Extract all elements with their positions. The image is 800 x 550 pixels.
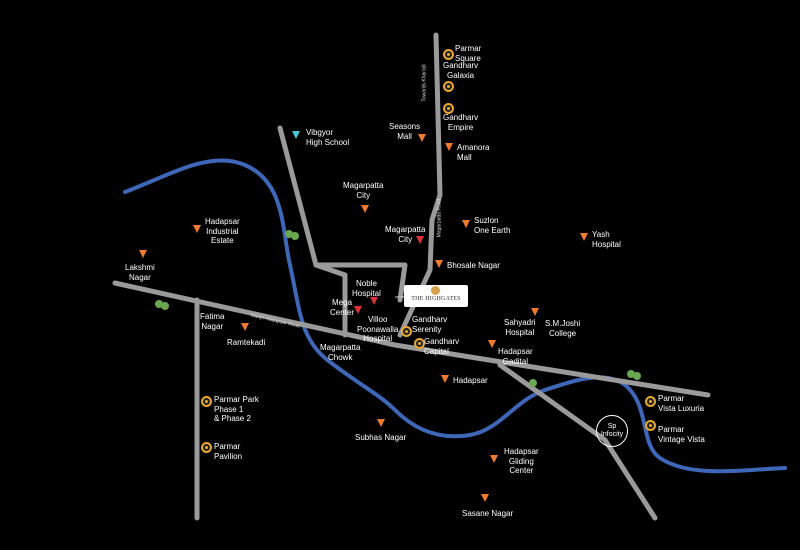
river xyxy=(123,158,787,474)
project-name: THE HIGHGATES xyxy=(411,296,461,302)
label-parmar-park: Parmar Park Phase 1 & Phase 2 xyxy=(214,395,259,423)
label-yash-hospital: Yash Hospital xyxy=(592,230,621,249)
marker-icon xyxy=(481,494,489,502)
main-road xyxy=(112,280,711,398)
label-parmar-vintage-vista: Parmar Vintage Vista xyxy=(658,425,705,444)
tree-icon xyxy=(155,300,169,310)
label-gandharv-empire: Gandharv Empire xyxy=(443,113,479,132)
marker-icon xyxy=(531,308,539,316)
pin-icon xyxy=(414,338,425,349)
marker-icon xyxy=(462,220,470,228)
marker-icon xyxy=(418,134,426,142)
tree-icon xyxy=(627,370,641,380)
label-magarpatta-city-1: Magarpatta City xyxy=(343,181,384,200)
logo-mark-icon xyxy=(431,286,440,295)
road-label-kharadi: Towards Kharadi xyxy=(421,64,428,102)
marker-icon xyxy=(193,225,201,233)
label-vibgyor: Vibgyor High School xyxy=(306,128,350,147)
marker-icon xyxy=(241,323,249,331)
label-sahyadri: Sahyadri Hospital xyxy=(504,318,536,337)
pin-icon xyxy=(401,326,412,337)
marker-icon xyxy=(292,131,300,139)
label-suzlon: Suzlon One Earth xyxy=(474,216,511,235)
marker-icon xyxy=(435,260,443,268)
label-fatima-nagar: Fatima Nagar xyxy=(200,312,225,331)
label-bhosale-nagar: Bhosale Nagar xyxy=(447,261,500,270)
road-link xyxy=(313,262,408,303)
label-noble-hospital: Noble Hospital xyxy=(352,279,381,298)
label-mega-center: Mega Center xyxy=(330,298,355,317)
road-label-magarpatta: Magarpatta Road xyxy=(436,198,443,238)
label-parmar-square: Parmar Square xyxy=(455,44,482,63)
label-hadapsar-gadital: Hadapsar Gadital xyxy=(498,347,533,366)
marker-icon xyxy=(361,205,369,213)
marker-icon xyxy=(445,143,453,151)
marker-icon xyxy=(416,236,424,244)
label-gandharv-galaxia: Gandharv Galaxia xyxy=(443,61,479,80)
label-ramtekadi: Ramtekadi xyxy=(227,338,266,347)
road-left-loop xyxy=(277,125,348,338)
label-hadapsar: Hadapsar xyxy=(453,376,488,385)
pin-icon xyxy=(201,396,212,407)
label-sasane-nagar: Sasane Nagar xyxy=(462,509,514,518)
marker-icon xyxy=(377,419,385,427)
pin-icon xyxy=(443,49,454,60)
marker-icon xyxy=(370,297,378,305)
label-sm-joshi: S.M.Joshi College xyxy=(545,319,581,338)
label-parmar-pavilion: Parmar Pavilion xyxy=(214,442,243,461)
marker-icon xyxy=(354,306,362,314)
marker-icon xyxy=(139,250,147,258)
tree-icon xyxy=(285,230,299,240)
label-villoo: Villoo Poonawalla Hospital xyxy=(357,315,399,343)
label-magarpatta-city-2: Magarpatta City xyxy=(385,225,426,244)
pin-icon xyxy=(201,442,212,453)
label-hadapsar-industrial: Hadapsar Industrial Estate xyxy=(205,217,240,245)
label-seasons-mall: Seasons Mall xyxy=(389,122,421,141)
tree-icon xyxy=(529,379,537,387)
pin-icon xyxy=(443,81,454,92)
pin-icon xyxy=(645,396,656,407)
pin-icon xyxy=(645,420,656,431)
label-amanora-mall: Amanora Mall xyxy=(457,143,490,162)
label-subhas-nagar: Subhas Nagar xyxy=(355,433,407,442)
marker-icon xyxy=(580,233,588,241)
marker-icon xyxy=(441,375,449,383)
marker-icon xyxy=(488,340,496,348)
road-south xyxy=(497,362,658,521)
project-logo: THE HIGHGATES xyxy=(404,285,468,307)
label-hadapsar-gliding: Hadapsar Gliding Center xyxy=(504,447,539,475)
label-magarpatta-chowk: Magarpatta Chowk xyxy=(320,343,361,362)
marker-icon xyxy=(490,455,498,463)
label-lakshmi-nagar: Lakshmi Nagar xyxy=(125,263,155,282)
label-gandharv-serenity: Gandharv Serenity xyxy=(412,315,448,334)
label-parmar-vista-luxuria: Parmar Vista Luxuria xyxy=(658,394,705,413)
pin-icon xyxy=(443,103,454,114)
sp-infocity-badge: Sp Infocity xyxy=(596,415,628,447)
label-gandharv-capital: Gandharv Capital xyxy=(424,337,460,356)
